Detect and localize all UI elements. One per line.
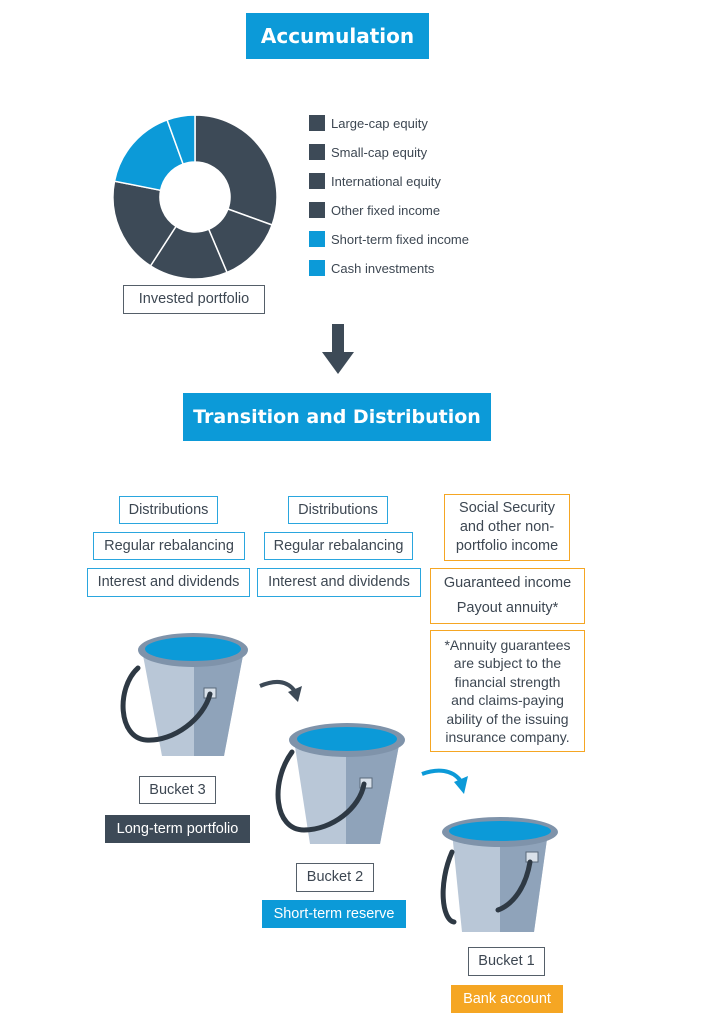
slice-cash-investments (166, 114, 196, 166)
social-line: and other non- (459, 519, 555, 535)
curved-arrow-icon (259, 679, 302, 702)
legend-label: Cash investments (331, 260, 435, 276)
transition-distribution-title: Transition and Distribution (183, 393, 491, 441)
col1-interest-dividends: Interest and dividends (87, 568, 250, 597)
col2-regular-rebalancing: Regular rebalancing (264, 532, 413, 560)
legend-item: International equity (309, 172, 441, 190)
annuity-note-box: *Annuity guarantees are subject to the f… (430, 630, 585, 752)
bucket-1-icon (440, 817, 558, 932)
col2-interest-dividends: Interest and dividends (257, 568, 421, 597)
payout-annuity-label: Payout annuity* (456, 600, 559, 616)
legend-swatch (309, 202, 325, 218)
down-arrow-icon (322, 324, 354, 374)
note-line: and claims-paying (451, 692, 564, 708)
legend-item: Other fixed income (309, 201, 440, 219)
bucket-3-tag: Long-term portfolio (105, 815, 250, 843)
invested-portfolio-caption: Invested portfolio (123, 285, 265, 314)
social-security-box: Social Security and other non- portfolio… (444, 494, 570, 561)
legend-item: Cash investments (309, 259, 434, 277)
legend-swatch (309, 173, 325, 189)
legend-item: Large-cap equity (309, 114, 428, 132)
accumulation-title: Accumulation (246, 13, 429, 59)
curved-arrow-icon (421, 768, 468, 794)
social-line: Social Security (459, 500, 555, 516)
legend-item: Small-cap equity (309, 143, 427, 161)
col2-distributions: Distributions (288, 496, 388, 524)
legend-swatch (309, 260, 325, 276)
bucket-2-label: Bucket 2 (296, 863, 374, 892)
note-line: *Annuity guarantees (444, 636, 571, 653)
social-line: portfolio income (455, 538, 559, 554)
guaranteed-income-box: Guaranteed income Payout annuity* (430, 568, 585, 624)
bucket-1-tag: Bank account (451, 985, 563, 1013)
bucket-1-label: Bucket 1 (468, 947, 545, 976)
legend-swatch (309, 115, 325, 131)
legend-label: Small-cap equity (331, 144, 428, 160)
slice-large-cap-equity (194, 114, 278, 226)
legend-label: International equity (331, 173, 441, 189)
legend-label: Short-term fixed income (331, 231, 469, 247)
legend-label: Other fixed income (331, 202, 441, 218)
note-line: ability of the issuing (446, 710, 569, 727)
col1-regular-rebalancing: Regular rebalancing (93, 532, 245, 560)
col1-distributions: Distributions (119, 496, 218, 524)
legend-item: Short-term fixed income (309, 230, 469, 248)
bucket-3-label: Bucket 3 (139, 776, 216, 804)
bucket-2-tag: Short-term reserve (262, 900, 406, 928)
note-line: insurance company. (445, 729, 570, 745)
guaranteed-income-label: Guaranteed income (443, 575, 572, 591)
bucket-2-icon (275, 723, 405, 844)
legend-swatch (309, 231, 325, 247)
bucket-3-icon (120, 633, 248, 756)
legend-swatch (309, 144, 325, 160)
note-line: are subject to the (453, 655, 562, 671)
portfolio-donut-chart (112, 114, 278, 280)
note-line: financial strength (454, 673, 561, 690)
legend-label: Large-cap equity (331, 115, 428, 131)
